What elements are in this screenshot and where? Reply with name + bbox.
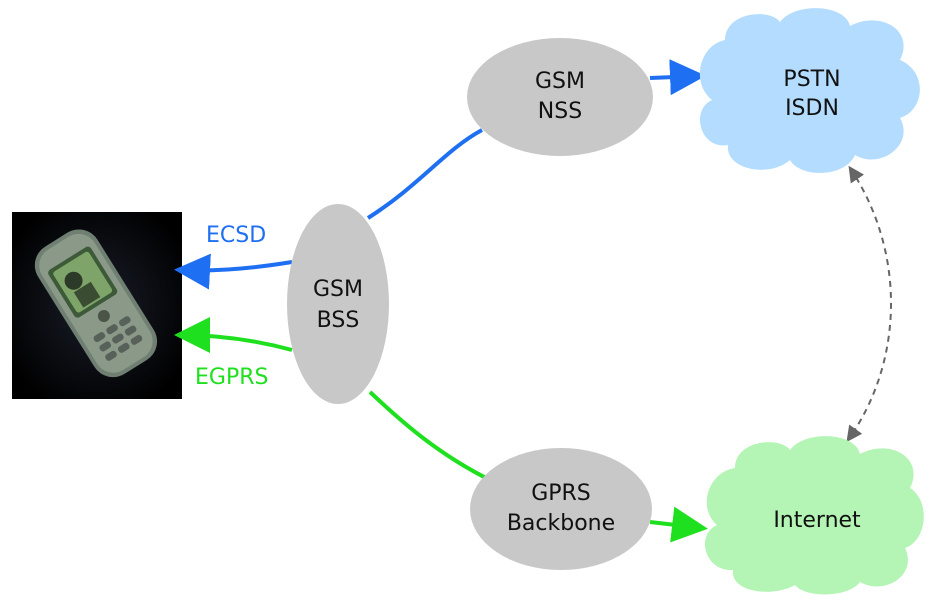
gsm-bss-node: GSM BSS (287, 204, 389, 404)
gsm-bss-label-line2: BSS (317, 308, 360, 333)
pstn-internet-dashed-link (846, 165, 892, 443)
gprs-backbone-label-line2: Backbone (507, 511, 615, 536)
gsm-bss-label-line1: GSM (313, 277, 363, 302)
gprs-backbone-label-line1: GPRS (531, 481, 591, 506)
internet-label: Internet (773, 508, 861, 533)
nss-to-pstn-arrow (649, 59, 706, 96)
gsm-nss-label-line2: NSS (538, 99, 582, 124)
gsm-nss-node: GSM NSS (467, 38, 653, 156)
gsm-nss-label-line1: GSM (535, 69, 585, 94)
gprs-backbone-node: GPRS Backbone (470, 448, 652, 570)
egprs-arrow (174, 317, 293, 354)
mobile-phone-icon (12, 212, 182, 399)
ecsd-label: ECSD (206, 223, 266, 248)
egprs-link (368, 390, 491, 482)
gprs-to-internet-arrow (649, 506, 708, 543)
ecsd-arrow (174, 253, 293, 290)
egprs-label: EGPRS (195, 365, 268, 390)
pstn-isdn-cloud: PSTN ISDN (699, 8, 920, 173)
internet-cloud: Internet (705, 436, 924, 595)
ecsd-link (366, 128, 483, 220)
pstn-isdn-label-line1: PSTN (783, 67, 840, 92)
pstn-isdn-label-line2: ISDN (785, 96, 839, 121)
